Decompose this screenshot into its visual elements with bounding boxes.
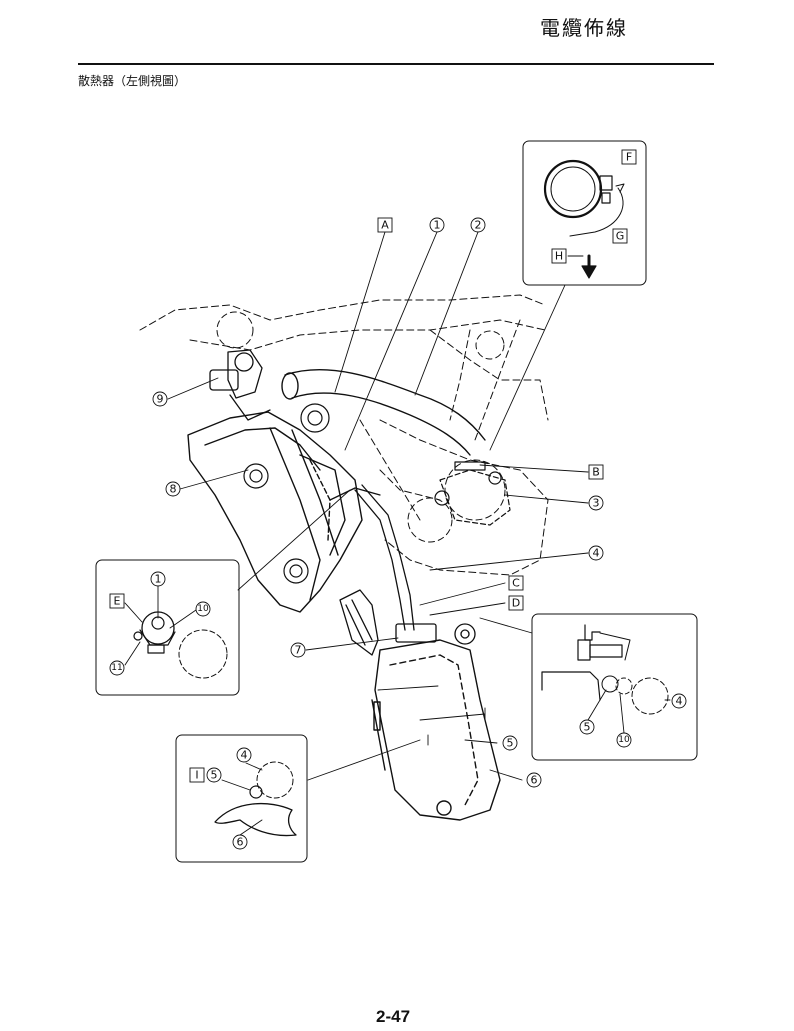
leader-lines: [167, 231, 589, 781]
callout-5: 5: [502, 735, 518, 751]
radiator-cap: [209, 349, 271, 421]
svg-text:10: 10: [618, 735, 630, 745]
sensor-bracket: [434, 461, 511, 526]
callout-8: 8: [165, 481, 181, 497]
page-number: 2-47: [376, 1007, 411, 1026]
callout-2: 2: [470, 217, 486, 233]
callout-3: 3: [588, 495, 604, 511]
svg-text:4: 4: [676, 695, 683, 708]
inset-callout-11: 11: [109, 660, 125, 676]
inset-callout-10-right: 10: [616, 732, 632, 748]
section-title: 散熱器（左側視圖）: [78, 74, 187, 88]
svg-text:D: D: [512, 597, 520, 610]
svg-text:2: 2: [475, 219, 482, 232]
callout-9: 9: [152, 391, 168, 407]
svg-text:3: 3: [593, 497, 600, 510]
wire-harness: [329, 484, 415, 631]
label-I: I: [189, 767, 205, 783]
label-D: D: [508, 595, 524, 611]
radiator-hose: [281, 369, 486, 456]
label-C: C: [508, 575, 524, 591]
svg-text:I: I: [195, 769, 198, 782]
inset-clamp-detail: [95, 559, 240, 696]
label-F: F: [621, 149, 637, 165]
svg-text:G: G: [616, 230, 625, 243]
fan-bracket: [339, 589, 476, 656]
label-G: G: [612, 228, 628, 244]
lower-guard: [371, 639, 501, 821]
svg-text:7: 7: [295, 644, 302, 657]
inset-sensor-detail: [522, 140, 647, 286]
svg-text:5: 5: [211, 769, 218, 782]
header-rule: [78, 63, 714, 65]
svg-text:9: 9: [157, 393, 164, 406]
svg-text:B: B: [592, 466, 600, 479]
inset-guard-detail: [175, 734, 308, 863]
inset-callout-5-right: 5: [579, 719, 595, 735]
inset-callout-4-right: 4: [671, 693, 687, 709]
dimension-marks: [377, 685, 486, 746]
frame-outline: [139, 294, 549, 576]
inset-callout-1: 1: [150, 571, 166, 587]
callout-4: 4: [588, 545, 604, 561]
svg-text:1: 1: [155, 573, 162, 586]
inset-callout-5-bottom: 5: [206, 767, 222, 783]
svg-text:8: 8: [170, 483, 177, 496]
svg-text:A: A: [381, 219, 389, 232]
shroud-bolts: [243, 403, 330, 584]
inset-side-detail: [531, 613, 698, 761]
radiator-shroud: [187, 411, 363, 613]
svg-text:5: 5: [507, 737, 514, 750]
label-E: E: [109, 593, 125, 609]
label-A: A: [377, 217, 393, 233]
callout-1: 1: [429, 217, 445, 233]
label-H: H: [551, 248, 567, 264]
inset-callout-6-bottom: 6: [232, 834, 248, 850]
svg-text:4: 4: [241, 749, 248, 762]
svg-text:11: 11: [111, 663, 122, 673]
svg-text:4: 4: [593, 547, 600, 560]
inset-callout-4-bottom: 4: [236, 747, 252, 763]
svg-text:6: 6: [237, 836, 244, 849]
page-header-title: 電纜佈線: [540, 16, 628, 40]
inset-callout-10: 10: [195, 601, 211, 617]
callout-6: 6: [526, 772, 542, 788]
svg-text:10: 10: [197, 604, 209, 614]
svg-text:H: H: [555, 250, 563, 263]
label-B: B: [588, 464, 604, 480]
svg-text:C: C: [512, 577, 520, 590]
svg-text:5: 5: [584, 721, 591, 734]
svg-text:F: F: [626, 151, 632, 164]
svg-text:6: 6: [531, 774, 538, 787]
callout-7: 7: [290, 642, 306, 658]
svg-text:1: 1: [434, 219, 441, 232]
svg-text:E: E: [114, 595, 121, 608]
